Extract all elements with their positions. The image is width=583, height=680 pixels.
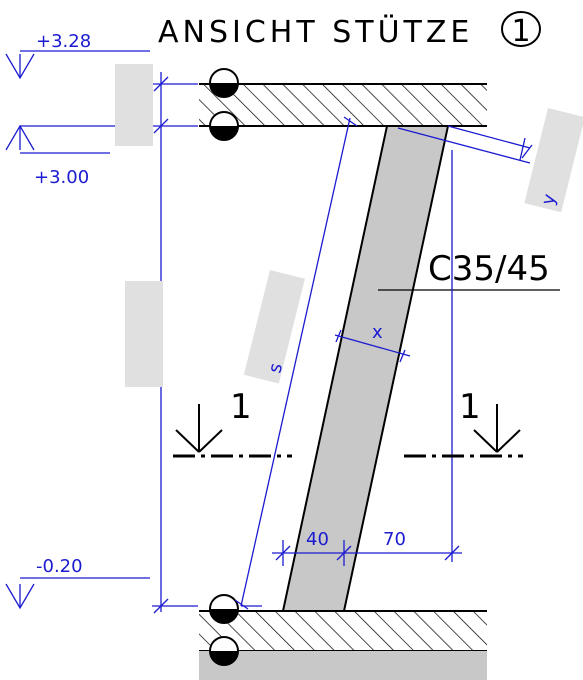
elevation-top-label: +3.28: [36, 31, 91, 52]
depth-placeholder: [524, 108, 583, 213]
dimension-placeholder-middle: [125, 281, 163, 387]
detail-number: 1: [511, 14, 530, 49]
level-marker-top-1: [209, 68, 239, 98]
elevation-upper-label: +3.00: [34, 167, 89, 188]
drawing-title: ANSICHT STÜTZE: [158, 14, 473, 50]
level-marker-bottom-1: [209, 594, 239, 624]
material-label: C35/45: [428, 249, 550, 289]
elevation-marker-top: [5, 50, 150, 80]
section-label-right: 1: [459, 387, 481, 427]
top-slab: [199, 83, 487, 127]
level-marker-top-2: [209, 111, 239, 141]
bottom-slab: [199, 610, 487, 680]
base-dimension-chain: [272, 540, 462, 566]
inclined-column: [281, 125, 450, 612]
column-width-label: x: [372, 322, 383, 343]
column-length-dimension: [234, 116, 358, 610]
section-marker-left: [173, 404, 292, 458]
length-placeholder: [243, 270, 305, 384]
elevation-marker-bottom: [5, 577, 150, 610]
base-width-label: 40: [306, 529, 329, 550]
elevation-bottom-label: -0.20: [36, 556, 83, 577]
detail-number-badge: 1: [501, 11, 541, 49]
section-marker-right: [404, 404, 523, 458]
dimension-placeholder-top: [115, 64, 153, 146]
column-width-dimension: [334, 329, 411, 363]
section-label-left: 1: [230, 387, 252, 427]
level-marker-bottom-2: [209, 636, 239, 666]
base-offset-label: 70: [383, 529, 406, 550]
column-depth-dimension: [397, 125, 533, 164]
